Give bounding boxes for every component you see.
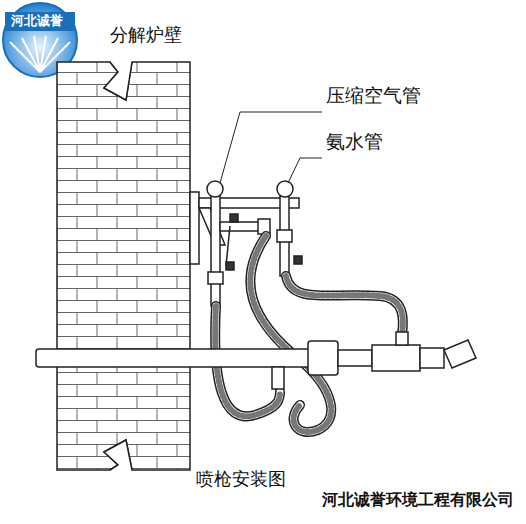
part-label: 氨水管 — [326, 130, 383, 153]
part-label: 压缩空气管 — [326, 84, 421, 107]
braided-hose — [215, 236, 403, 432]
figure-caption: 喷枪安装图 — [196, 468, 286, 490]
company-name: 河北诚誉环境工程有限公司 — [322, 490, 514, 509]
logo-text: 河北诚誉 — [11, 13, 63, 29]
leader-line — [220, 112, 322, 183]
spray-lance — [36, 332, 476, 389]
part-label: 分解炉壁 — [110, 24, 182, 46]
furnace-wall — [57, 62, 190, 470]
